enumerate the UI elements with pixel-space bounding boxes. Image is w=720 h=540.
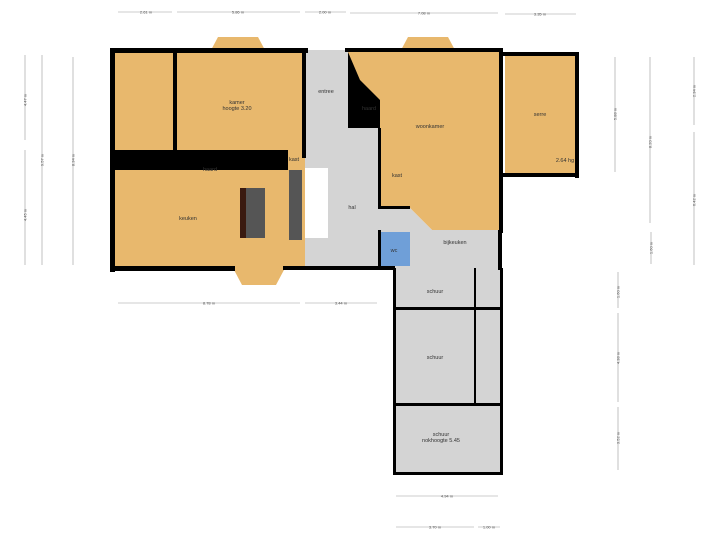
serre-floor	[505, 55, 577, 175]
entree-floor	[305, 50, 348, 128]
room-haard-woonkamer: haard	[362, 106, 376, 112]
keuken-bay	[233, 268, 285, 285]
room-schuur-1: schuur	[427, 289, 444, 295]
dim-right-4: 2.34 m	[692, 84, 697, 97]
stairs	[305, 168, 328, 238]
room-kamer-height: hoogte 3.20	[222, 106, 251, 112]
woonkamer-floor	[348, 50, 500, 230]
room-kast-1: kast	[289, 157, 300, 163]
room-wc: wc	[390, 248, 398, 254]
dim-top-3: 2.00 m	[319, 10, 332, 15]
walls	[110, 48, 579, 475]
room-keuken: keuken	[179, 216, 197, 222]
dim-left-2: 9.57 m	[40, 153, 45, 166]
dim-bottom-5: 1.00 m	[483, 525, 496, 530]
hal-floor	[305, 128, 500, 268]
room-schuur-2: schuur	[427, 355, 444, 361]
room-woonkamer: woonkamer	[415, 124, 445, 130]
dim-right-lower-1: 1.60 m	[616, 285, 621, 298]
dim-top-5: 3.35 m	[534, 12, 547, 17]
room-schuur-3: schuur	[433, 432, 450, 438]
room-entree: entree	[318, 89, 334, 95]
wc-floor	[380, 232, 410, 266]
room-hal: hal	[348, 205, 355, 211]
room-kamer: kamer	[229, 100, 244, 106]
schuur-floor	[395, 268, 502, 473]
dim-right-1: 5.88 m	[613, 107, 618, 120]
room-serre: serre	[534, 112, 547, 118]
dimension-labels: 2.61 m 5.86 m 2.00 m 7.08 m 3.35 m 4.47 …	[23, 10, 697, 530]
dim-right-3: 1.60 m	[649, 241, 654, 254]
dim-right-5: 6.42 m	[692, 193, 697, 206]
room-schuur-3-note: nokhoogte 5.45	[422, 438, 460, 444]
dim-left-4: 4.45 m	[23, 208, 28, 221]
dim-bottom-1: 8.78 m	[203, 301, 216, 306]
dim-bottom-4: 3.70 m	[429, 525, 442, 530]
room-serre-height: 2.64 hg	[556, 158, 574, 164]
room-labels: kamer hoogte 3.20 entree haard woonkamer…	[179, 89, 574, 444]
dim-top-4: 7.08 m	[418, 11, 431, 16]
room-haard-keuken: haard	[203, 167, 217, 173]
dimension-lines	[24, 11, 695, 528]
dim-left-3: 8.34 m	[71, 153, 76, 166]
room-kast-2: kast	[392, 173, 403, 179]
dim-left-1: 4.47 m	[23, 93, 28, 106]
dim-bottom-3: 4.94 m	[441, 494, 454, 499]
dim-right-lower-3: 3.52 m	[616, 431, 621, 444]
dim-top-2: 5.86 m	[232, 10, 245, 15]
dim-bottom-2: 3.44 m	[335, 301, 348, 306]
dim-right-2: 8.20 m	[648, 135, 653, 148]
room-bijkeuken: bijkeuken	[443, 240, 466, 246]
dim-right-lower-2: 4.38 m	[616, 351, 621, 364]
floors	[113, 37, 577, 473]
dim-top-1: 2.61 m	[140, 10, 153, 15]
